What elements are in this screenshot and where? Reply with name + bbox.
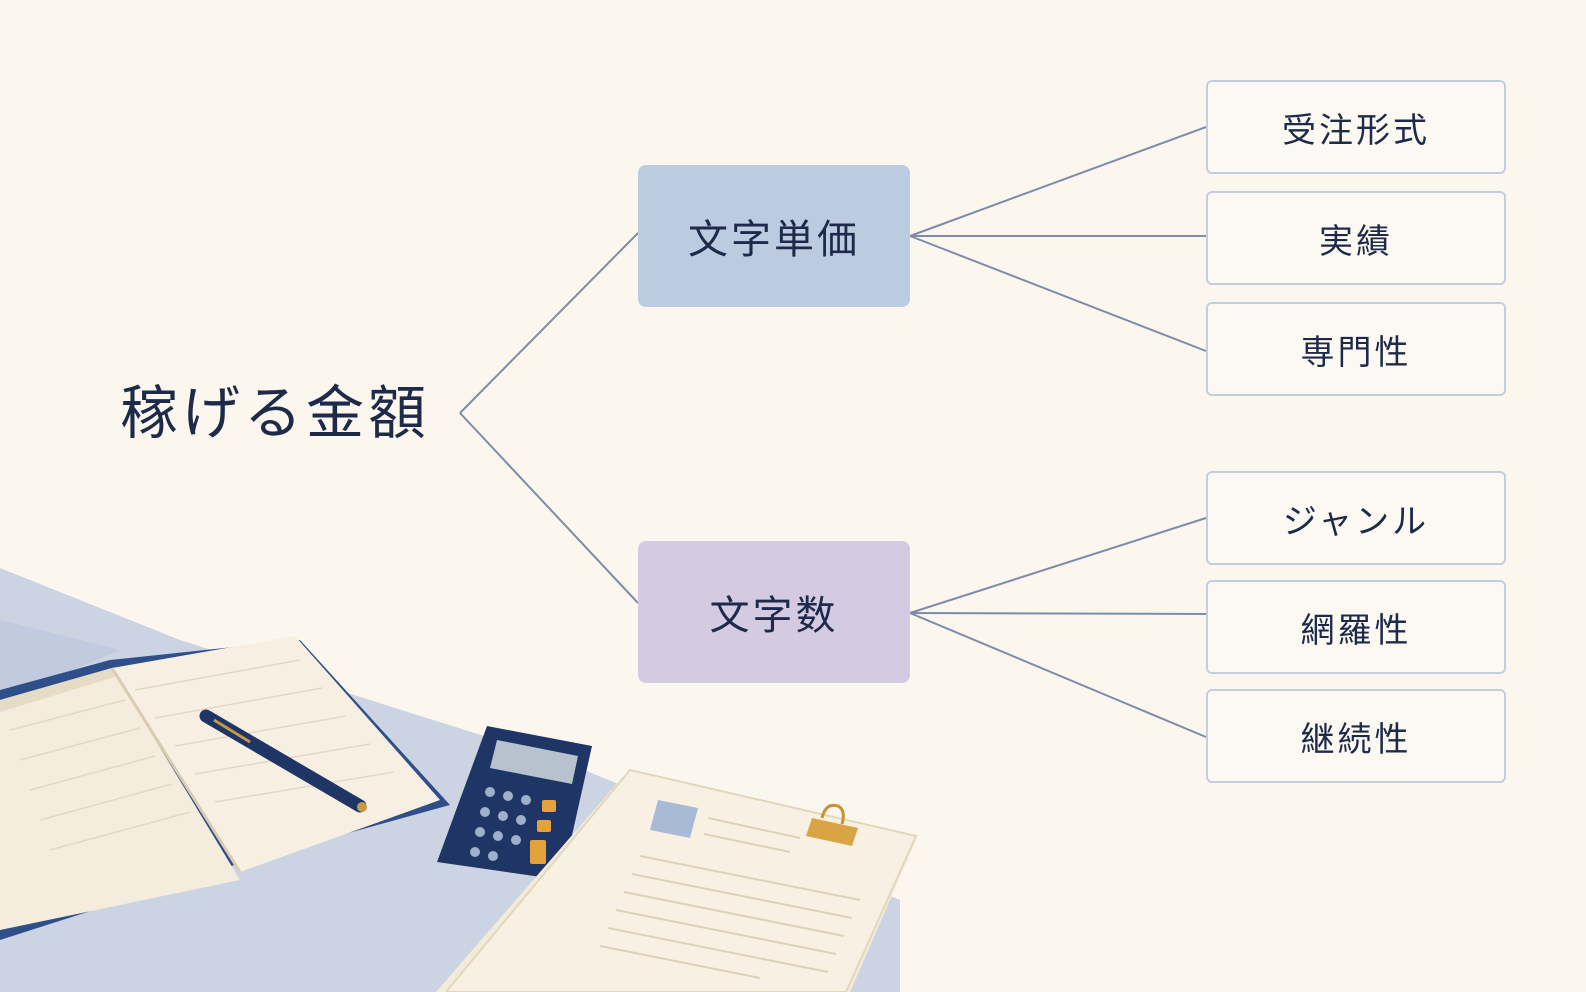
branch-node-1: 文字単価: [638, 165, 910, 307]
connector-root-branch-2: [459, 412, 639, 604]
pen-icon: [199, 709, 367, 813]
connector-branch-1-leaf-1: [909, 126, 1207, 237]
branch-node-2: 文字数: [638, 541, 910, 683]
connector-branch-2-leaf-2: [909, 612, 1207, 615]
leaf-node-1-3: 専門性: [1206, 302, 1506, 396]
calculator-icon: [437, 726, 592, 880]
leaf-node-2-2: 網羅性: [1206, 580, 1506, 674]
connector-branch-2-leaf-3: [909, 612, 1207, 738]
connector-root-branch-1: [459, 232, 639, 414]
binder-clip-icon: [806, 803, 858, 846]
document-icon: [436, 768, 918, 992]
leaf-node-1-1: 受注形式: [1206, 80, 1506, 174]
root-node: 稼げる金額: [120, 379, 431, 447]
leaf-node-2-3: 継続性: [1206, 689, 1506, 783]
leaf-node-1-2: 実績: [1206, 191, 1506, 285]
connector-branch-1-leaf-3: [909, 235, 1207, 352]
leaf-node-2-1: ジャンル: [1206, 471, 1506, 565]
connector-branch-2-leaf-1: [909, 517, 1207, 614]
